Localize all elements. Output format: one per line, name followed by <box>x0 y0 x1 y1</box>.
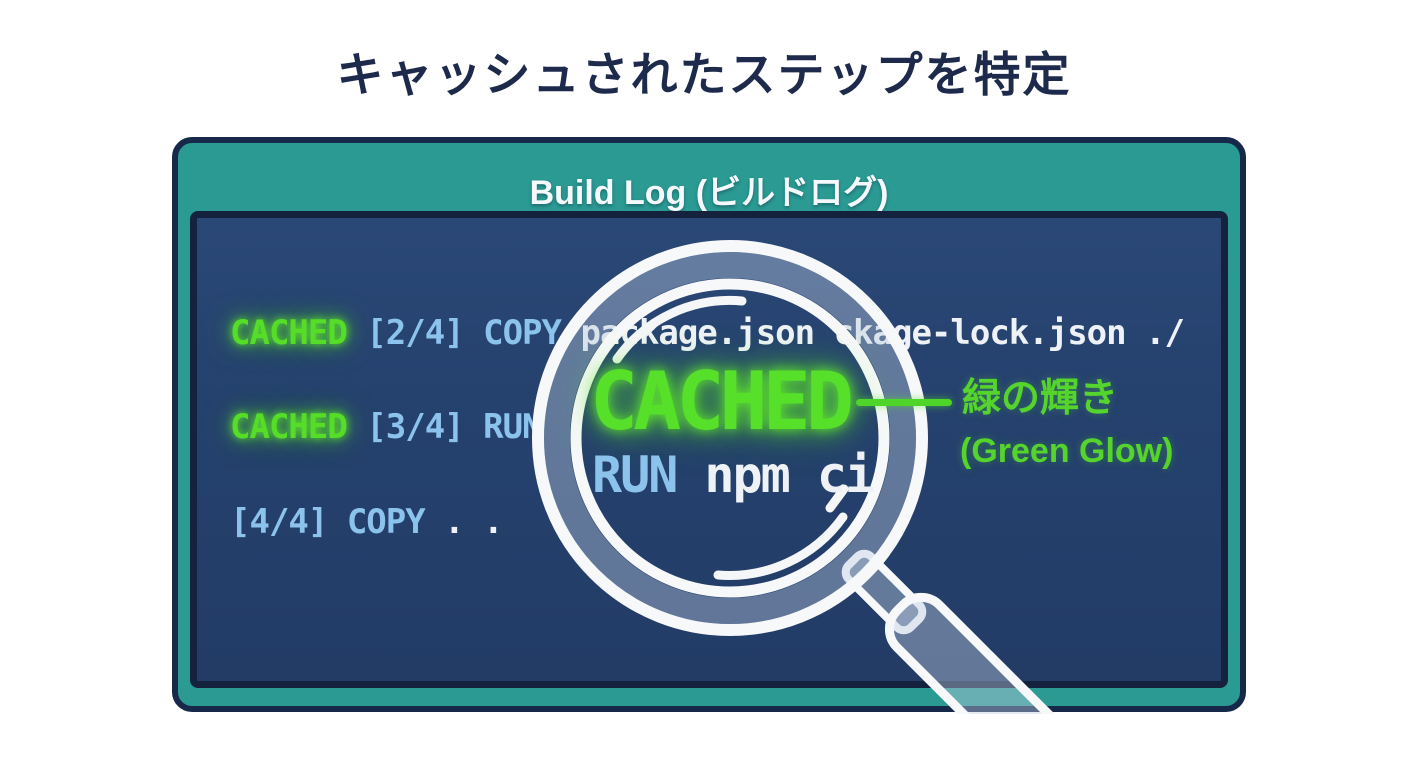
annotation-en: (Green Glow) <box>960 432 1174 470</box>
panel-header-title: Build Log (ビルドログ) <box>529 174 889 212</box>
lens-outer-ring <box>532 240 928 636</box>
lens-shine-dash <box>825 484 849 513</box>
lens-rim-band <box>544 252 916 624</box>
page-title: キャッシュされたステップを特定 <box>336 48 1072 101</box>
command-args: . . <box>424 502 503 542</box>
step-label: [2/4] COPY <box>346 313 581 353</box>
step-label: [4/4] COPY <box>230 502 426 542</box>
lens-inner-ring <box>570 278 890 598</box>
magnifier-handle <box>841 549 1067 714</box>
annotation-jp: 緑の輝き <box>962 377 1119 420</box>
lens-highlight-text: CACHED <box>590 355 854 448</box>
cached-badge: CACHED <box>230 407 348 447</box>
lens-shine-top <box>612 295 747 364</box>
cached-badge: CACHED <box>230 313 348 353</box>
annotation-connector-line <box>856 399 952 406</box>
lens-command-args: npm ci <box>676 446 875 504</box>
lens-shine-bottom <box>713 512 848 580</box>
lens-command: RUN <box>592 446 678 504</box>
lens-command-line: RUN npm ci <box>592 450 875 500</box>
log-line-3: [4/4] COPY . . <box>230 502 504 542</box>
log-line-1: CACHED [2/4] COPY package.json ckage-loc… <box>230 313 1185 353</box>
